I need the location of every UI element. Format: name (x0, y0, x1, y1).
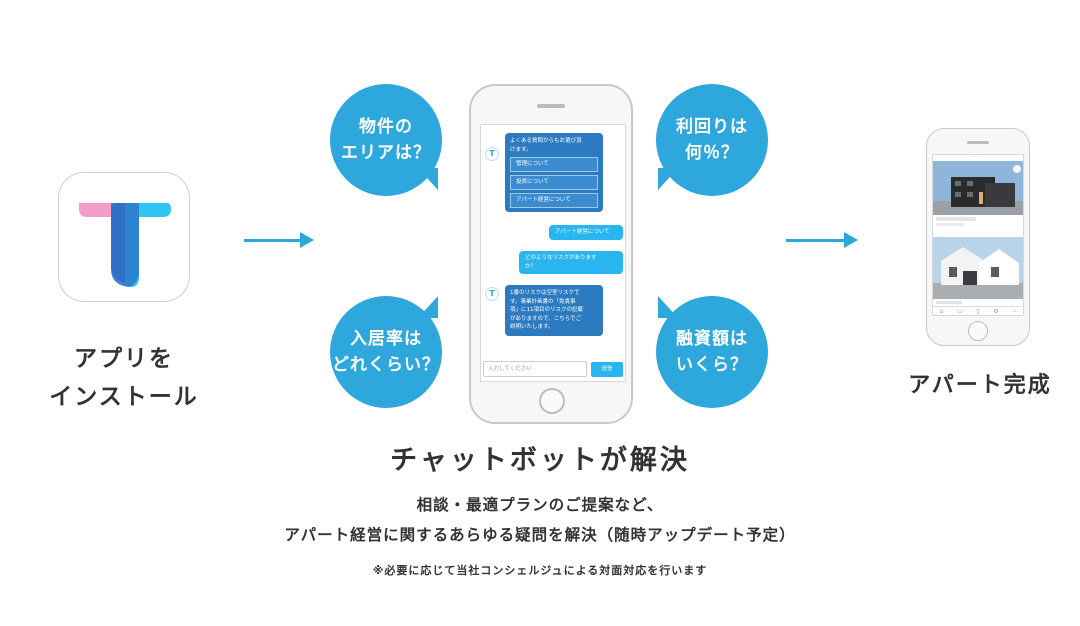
bubble-loan-line2: いくら？ (676, 355, 748, 375)
description-line1: 相談・最適プランのご提案など、 (416, 496, 664, 514)
bot-greeting-message: よくある質問からもお選び頂 けます。 管理について 投資について アパート経営に… (505, 133, 603, 212)
apartment-photo-1 (933, 161, 1023, 215)
app-icon[interactable] (58, 172, 190, 302)
headline: チャットボットが解決 (390, 445, 690, 476)
bubble-loan-line1: 融資額は (676, 329, 748, 349)
option-management[interactable]: 管理について (510, 157, 598, 172)
bubble-occupancy-line2: どれくらい？ (332, 355, 440, 375)
bubble-occupancy-question: 入居率は どれくらい？ (330, 296, 442, 408)
photo-caption (936, 217, 976, 221)
answer-line3: 項」に11項目のリスクの記載 (510, 307, 583, 313)
user-question-message: どのようなリスクがあります か？ (519, 251, 623, 274)
chat-input[interactable]: 入力してください (483, 361, 587, 377)
send-button[interactable]: 送信 (591, 362, 623, 377)
bot-avatar-icon: T (485, 287, 499, 301)
option-investment[interactable]: 投資について (510, 175, 598, 190)
photo-caption (936, 223, 964, 226)
user-question-line2: か？ (525, 263, 537, 270)
chat-phone: T よくある質問からもお選び頂 けます。 管理について 投資について アパート経… (469, 84, 633, 424)
result-phone: · · · ⌂ ▭ ▯ ⚙ ⋯ (926, 128, 1030, 346)
answer-line2: す。事業計画書の「免責事 (510, 298, 576, 305)
bot-avatar-icon: T (485, 147, 499, 161)
tab-list-icon[interactable]: ▭ (957, 308, 963, 315)
install-label-line2: インストール (49, 384, 199, 410)
tab-doc-icon[interactable]: ▯ (976, 308, 980, 315)
bubble-area-line1: 物件の (359, 117, 413, 137)
user-reply-message: アパート経営について (549, 225, 623, 240)
home-button[interactable] (968, 321, 988, 341)
tab-more-icon[interactable]: ⋯ (1012, 308, 1019, 315)
arrow-right-icon (786, 232, 858, 248)
answer-line5: 説明いたします。 (510, 324, 554, 330)
user-question-line1: どのようなリスクがあります (525, 255, 597, 261)
bubble-yield-line1: 利回りは (676, 117, 748, 137)
apartment-photo-2 (933, 237, 1023, 299)
tab-bar[interactable]: ⌂ ▭ ▯ ⚙ ⋯ (933, 306, 1023, 315)
tab-home-icon[interactable]: ⌂ (939, 308, 944, 315)
answer-line1: 1番のリスクは空室リスクで (510, 290, 580, 296)
bubble-occupancy-line1: 入居率は (350, 329, 422, 349)
photo-caption (936, 301, 962, 304)
result-screen: · · · ⌂ ▭ ▯ ⚙ ⋯ (932, 154, 1024, 316)
install-label-line1: アプリを (74, 346, 174, 372)
apartment-complete-label: アパート完成 (908, 373, 1052, 398)
arrow-right-icon (244, 232, 314, 248)
answer-line4: がありますので、こちらでご (510, 315, 582, 322)
bubble-area-question: 物件の エリアは？ (330, 84, 442, 196)
description-line2: アパート経営に関するあらゆる疑問を解決（随時アップデート予定） (284, 526, 796, 544)
footnote: ※必要に応じて当社コンシェルジュによる対面対応を行います (372, 564, 708, 577)
phone-speaker (967, 141, 989, 144)
bubble-yield-question: 利回りは 何％？ (656, 84, 768, 196)
install-label: アプリを インストール (36, 340, 212, 416)
option-apartment[interactable]: アパート経営について (510, 193, 598, 208)
bubble-area-line2: エリアは？ (341, 143, 431, 163)
greeting-line1: よくある質問からもお選び頂 (510, 138, 582, 144)
t-logo-icon (79, 203, 171, 287)
greeting-line2: けます。 (510, 146, 532, 153)
description: 相談・最適プランのご提案など、 アパート経営に関するあらゆる疑問を解決（随時アッ… (240, 490, 840, 550)
phone-speaker (537, 104, 565, 108)
bubble-yield-line2: 何％？ (685, 143, 739, 163)
bubble-loan-question: 融資額は いくら？ (656, 296, 768, 408)
status-bar: · · · (973, 155, 979, 159)
bot-answer-message: 1番のリスクは空室リスクで す。事業計画書の「免責事 項」に11項目のリスクの記… (505, 285, 603, 336)
tab-settings-icon[interactable]: ⚙ (993, 308, 999, 315)
chat-screen: T よくある質問からもお選び頂 けます。 管理について 投資について アパート経… (480, 124, 626, 382)
home-button[interactable] (539, 388, 565, 414)
